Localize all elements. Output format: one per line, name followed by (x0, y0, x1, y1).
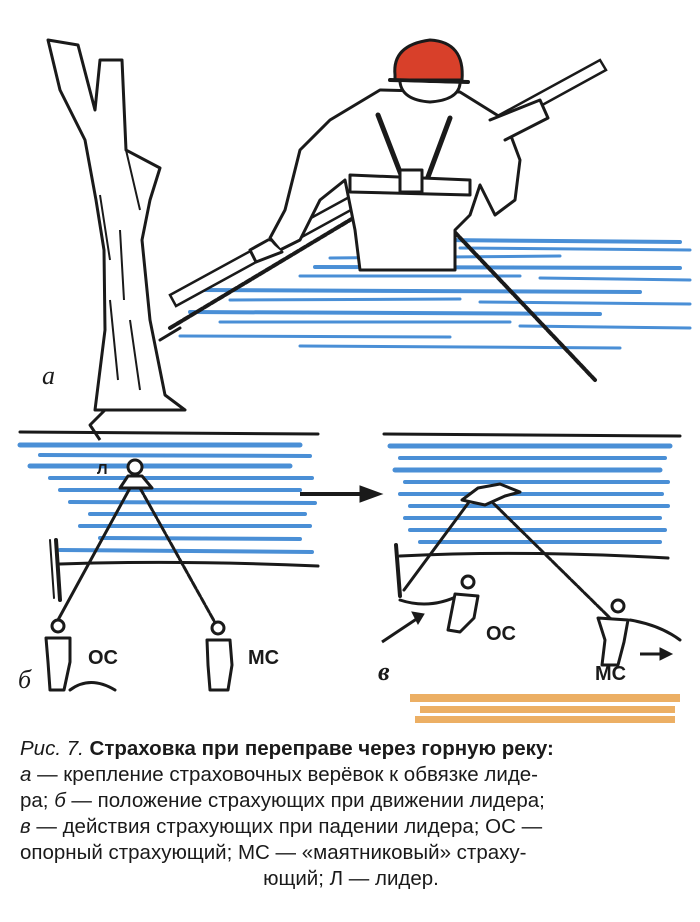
os-label-panel-v: ОС (486, 623, 516, 645)
pendulum-arrow-left (381, 611, 425, 644)
panel-b-people (44, 458, 234, 692)
caption-line-6: ющий; Л — лидер. (263, 867, 439, 890)
caption-line-2: а — крепление страховочных верёвок к обв… (20, 762, 682, 788)
panel-v-sand (410, 694, 680, 723)
panel-v-ropes (394, 496, 682, 642)
ms-label-panel-v: МС (595, 663, 626, 685)
caption-line-4: в — действия страхующих при падении лиде… (20, 814, 682, 840)
caption-line-5: опорный страхующий; МС — «маятниковый» с… (20, 841, 527, 864)
panel-v-people (446, 482, 630, 667)
panel-a-label: а (42, 361, 55, 390)
caption-letter-v: в (20, 815, 31, 838)
ms-move-arrow (640, 647, 674, 661)
caption-text-b-prefix: ра; (20, 789, 55, 812)
figure-caption: Рис. 7. Страховка при переправе через го… (20, 736, 682, 892)
caption-line-3: ра; б — положение страхующих при движени… (20, 788, 682, 814)
belay-illustration: а Л ОС МС б (17, 38, 692, 723)
panel-b-ropes (49, 486, 220, 692)
ms-label-panel-b: МС (248, 647, 279, 669)
figure-number: Рис. 7. (20, 737, 84, 760)
panel-b-water (17, 430, 320, 568)
panel-v-water (382, 432, 682, 560)
transition-arrow (300, 485, 384, 503)
tree (46, 38, 187, 441)
caption-line-1: Рис. 7. Страховка при переправе через го… (20, 736, 682, 762)
panel-v-label: в (378, 657, 390, 686)
os-label-panel-b: ОС (88, 647, 118, 669)
figure-title: Страховка при переправе через горную рек… (89, 737, 554, 760)
caption-letter-b: б (54, 789, 66, 812)
caption-letter-a: а (20, 763, 32, 786)
caption-text-a: — крепление страховочных верёвок к обвяз… (31, 763, 539, 786)
leader-figure (248, 38, 550, 272)
caption-text-b: — положение страхующих при движении лиде… (65, 789, 545, 812)
caption-text-v: — действия страхующих при падении лидера… (30, 815, 543, 838)
panel-b-label: б (18, 665, 32, 694)
leader-label: Л (97, 461, 108, 478)
